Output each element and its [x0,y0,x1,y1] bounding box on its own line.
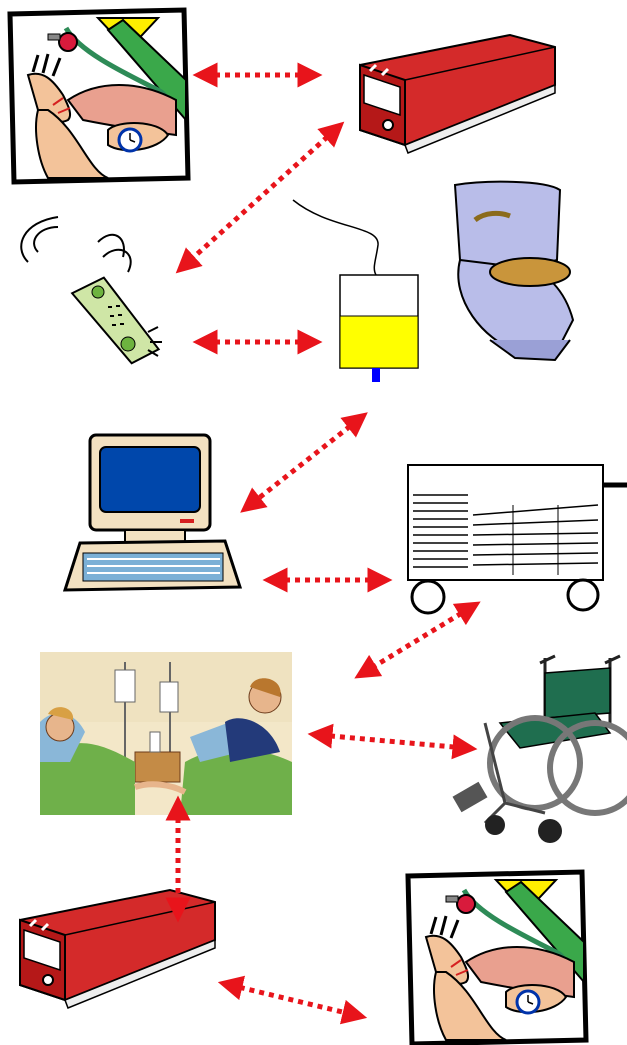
red-binder-icon [18,888,217,1010]
computer-icon [62,433,243,592]
connector-arrow [307,723,478,760]
patients-in-beds-icon [40,652,292,815]
connector-arrow [217,975,368,1025]
red-binder-icon [358,33,557,155]
wheelchair-icon [452,654,627,843]
connector-arrow [175,121,345,274]
connector-arrow [354,601,481,679]
blood-pressure-icon [10,10,188,182]
paper-cart-icon [407,464,627,615]
cordless-phone-icon [20,216,162,365]
connector-arrow [240,412,368,513]
blood-pressure-icon [408,872,586,1044]
toilet-icon [453,180,575,362]
urine-bag-icon [292,199,419,382]
